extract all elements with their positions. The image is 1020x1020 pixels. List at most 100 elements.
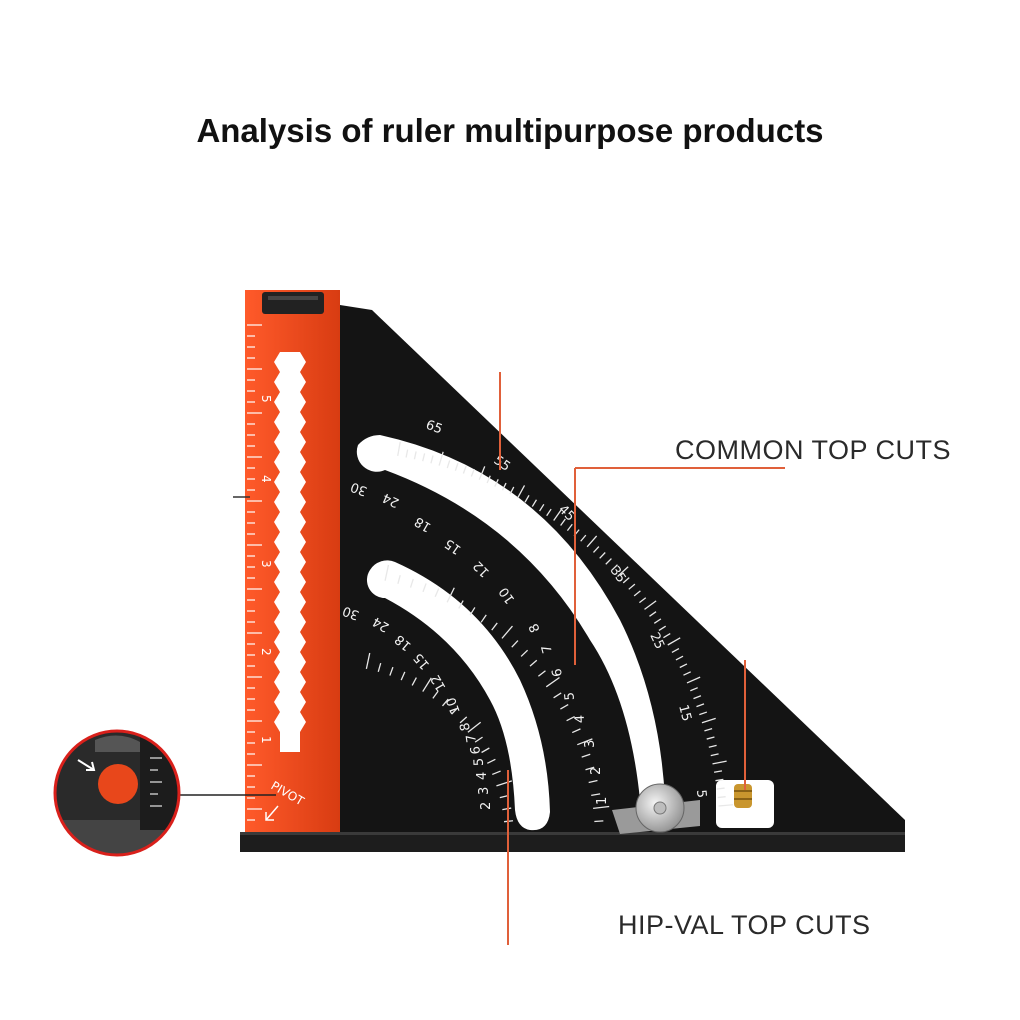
ruler-tick-marks [247, 324, 262, 821]
tick-mark [658, 625, 667, 632]
ruler-number: 1 [259, 736, 273, 744]
degree-number: 15 [675, 703, 694, 723]
tick-mark [377, 662, 382, 672]
common-pitch-number: 5 [562, 691, 578, 701]
page-title: Analysis of ruler multipurpose products [196, 112, 824, 149]
tick-mark [409, 578, 414, 588]
outer-arc-slot [356, 435, 665, 800]
tick-mark [546, 508, 552, 517]
tick-mark [517, 485, 526, 499]
tick-mark [529, 659, 538, 667]
brass-level-icon [734, 784, 752, 808]
pivot-hole-zoom-inset [53, 729, 181, 857]
tick-mark [581, 753, 591, 758]
hip-pitch-ticks [365, 652, 514, 823]
tick-mark [430, 455, 434, 464]
hip-pitch-number: 2 [479, 802, 494, 810]
tick-mark [715, 778, 724, 782]
common-pitch-number: 30 [349, 479, 370, 499]
tick-mark [491, 622, 498, 631]
tick-mark [586, 535, 598, 548]
common-pitch-number: 4 [573, 715, 588, 724]
inner-arc-slot [366, 560, 550, 831]
tick-mark [458, 600, 464, 609]
tick-mark [594, 820, 604, 823]
tick-mark [454, 462, 459, 471]
tick-mark [566, 523, 573, 531]
base-plate [240, 832, 905, 852]
tick-mark [710, 753, 719, 757]
hip-pitch-number: 10 [444, 695, 464, 716]
common-pitch-number: 2 [589, 767, 604, 775]
tick-mark [422, 453, 426, 462]
tick-mark [686, 676, 701, 684]
tick-mark [696, 703, 705, 708]
tick-mark [718, 804, 733, 807]
sawtooth-slot [274, 352, 306, 752]
ruler-number: 4 [259, 475, 273, 483]
tick-mark [706, 736, 715, 740]
ruler-top-cap [262, 292, 324, 314]
common-pitch-number: 18 [412, 513, 434, 534]
common-pitch-ticks [384, 564, 610, 823]
tick-mark [446, 587, 455, 603]
tick-mark [653, 618, 662, 624]
tick-mark [492, 770, 501, 776]
tick-mark [599, 552, 606, 559]
tick-mark [520, 649, 529, 657]
common-pitch-number: 3 [583, 740, 598, 748]
common-pitch-number: 7 [539, 643, 556, 655]
tick-mark [644, 600, 657, 610]
tick-mark [628, 583, 636, 590]
tick-mark [580, 534, 587, 542]
ruler-number: 5 [259, 395, 273, 403]
hip-pitch-number: 3 [477, 787, 492, 795]
degree-number: 65 [424, 418, 445, 438]
tick-mark [560, 518, 566, 526]
tick-mark [671, 647, 680, 653]
tick-mark [545, 676, 560, 688]
tick-mark [441, 698, 449, 707]
tick-mark [496, 780, 513, 787]
tick-mark [538, 503, 545, 512]
tick-mark [397, 441, 401, 457]
tick-mark [524, 494, 530, 503]
tick-mark [531, 499, 538, 507]
hip-pitch-number: 8 [458, 721, 474, 732]
tick-mark [413, 451, 417, 460]
tick-mark [400, 671, 406, 681]
tick-mark [470, 468, 475, 477]
tick-mark [422, 677, 432, 692]
hip-pitch-number: 30 [341, 603, 362, 623]
tick-mark [588, 779, 598, 784]
common-top-cuts-label: COMMON TOP CUTS [675, 435, 952, 465]
pivot-arrow-icon [265, 805, 279, 821]
tick-mark [560, 704, 569, 710]
tick-mark [699, 711, 708, 716]
tick-mark [605, 558, 612, 565]
tick-mark [384, 564, 390, 581]
tick-mark [633, 590, 641, 597]
thumb-screw-icon[interactable] [612, 783, 700, 834]
tick-mark [679, 663, 688, 669]
hip-pitch-number: 6 [468, 745, 484, 755]
tick-mark [663, 632, 671, 639]
tick-mark [480, 614, 487, 623]
tick-mark [566, 716, 575, 722]
tick-mark [591, 793, 601, 797]
tick-mark [704, 728, 713, 732]
triangle-body [340, 305, 905, 836]
tick-mark [553, 692, 562, 699]
tick-mark [501, 625, 513, 639]
tick-mark [667, 637, 681, 646]
hip-pitch-number: 5 [472, 758, 487, 767]
tick-mark [446, 460, 451, 469]
tick-mark [713, 770, 723, 773]
tick-mark [585, 766, 595, 771]
tick-mark [593, 805, 610, 810]
tick-mark [701, 717, 716, 724]
tick-mark [683, 671, 691, 676]
tick-mark [411, 677, 417, 686]
tick-mark [389, 666, 394, 676]
